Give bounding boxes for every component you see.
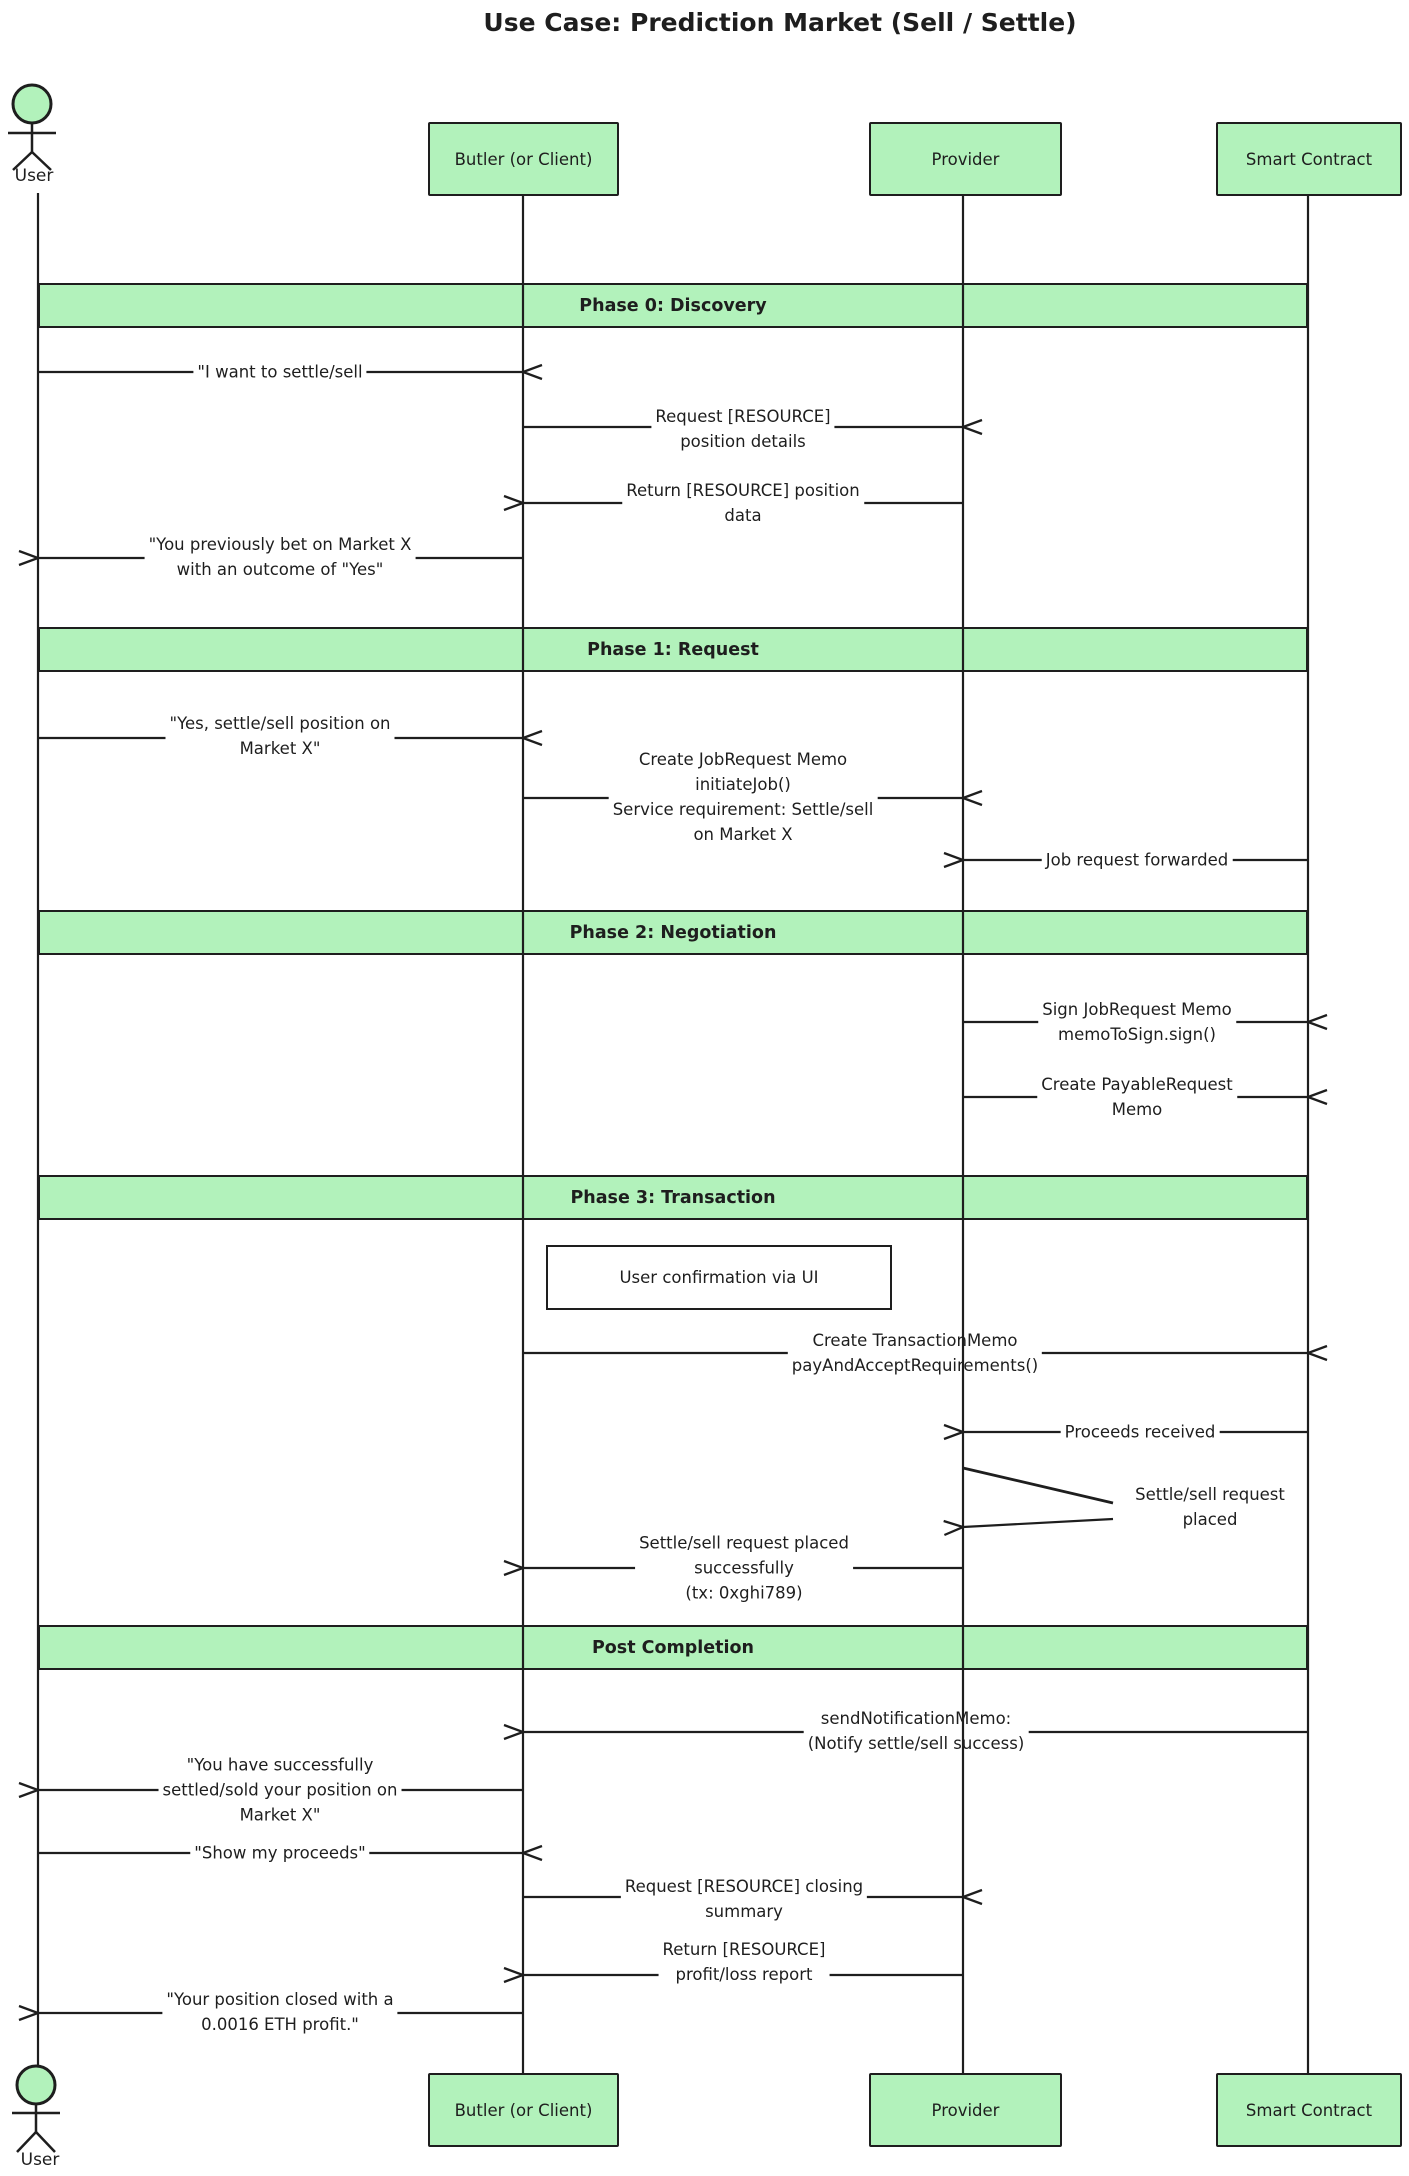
message-create-transactionmemo: Create TransactionMemo payAndAcceptRequi…: [787, 1328, 1043, 1378]
message-request-closing-summary: Request [RESOURCE] closing summary: [620, 1874, 868, 1924]
note-user-confirmation: User confirmation via UI: [546, 1245, 892, 1310]
phase-label: Post Completion: [591, 1637, 755, 1658]
arrow-settle-request-placed-out: [962, 1466, 1114, 1505]
message-job-request-forwarded: Job request forwarded: [1041, 847, 1233, 873]
actor-user-label-bottom: User: [20, 2150, 60, 2170]
phase-bar-transaction: Phase 3: Transaction: [38, 1175, 1308, 1220]
phase-bar-post-completion: Post Completion: [38, 1625, 1308, 1670]
actor-user-label-top: User: [14, 166, 54, 186]
message-show-my-proceeds: "Show my proceeds": [190, 1840, 370, 1866]
phase-label: Phase 3: Transaction: [570, 1187, 776, 1208]
message-request-position-details: Request [RESOURCE] position details: [651, 404, 835, 454]
message-settle-request-placed: Settle/sell request placed: [1131, 1482, 1289, 1532]
phase-label: Phase 0: Discovery: [579, 295, 767, 316]
participant-box-contract-top: Smart Contract: [1216, 122, 1402, 196]
diagram-title: Use Case: Prediction Market (Sell / Sett…: [483, 8, 1077, 37]
user-actor-bottom-icon: [12, 2064, 60, 2153]
message-create-payablerequest-memo: Create PayableRequest Memo: [1037, 1072, 1237, 1122]
participant-box-butler-top: Butler (or Client): [428, 122, 619, 196]
message-proceeds-received: Proceeds received: [1060, 1419, 1220, 1445]
message-return-profit-loss-report: Return [RESOURCE] profit/loss report: [658, 1937, 830, 1987]
message-return-position-data: Return [RESOURCE] position data: [622, 478, 864, 528]
message-create-jobrequest-memo: Create JobRequest Memo initiateJob() Ser…: [608, 747, 878, 847]
message-yes-settle-position: "Yes, settle/sell position on Market X": [165, 711, 395, 761]
participant-box-provider-top: Provider: [869, 122, 1062, 196]
phase-bar-discovery: Phase 0: Discovery: [38, 283, 1308, 328]
message-position-closed-profit: "Your position closed with a 0.0016 ETH …: [162, 1987, 398, 2037]
participant-box-butler-bottom: Butler (or Client): [428, 2073, 619, 2147]
phase-label: Phase 2: Negotiation: [569, 922, 777, 943]
participant-box-provider-bottom: Provider: [869, 2073, 1062, 2147]
message-sign-jobrequest-memo: Sign JobRequest Memo memoToSign.sign(): [1038, 997, 1236, 1047]
message-want-to-settle: "I want to settle/sell: [193, 359, 367, 385]
message-send-notification-memo: sendNotificationMemo: (Notify settle/sel…: [803, 1706, 1029, 1756]
phase-bar-negotiation: Phase 2: Negotiation: [38, 910, 1308, 955]
message-successfully-settled: "You have successfully settled/sold your…: [158, 1752, 402, 1828]
message-previously-bet: "You previously bet on Market X with an …: [144, 532, 416, 582]
phase-label: Phase 1: Request: [587, 639, 759, 660]
message-settle-placed-successfully: Settle/sell request placed successfully …: [635, 1530, 853, 1606]
participant-box-contract-bottom: Smart Contract: [1216, 2073, 1402, 2147]
user-actor-top-icon: [8, 83, 56, 171]
phase-bar-request: Phase 1: Request: [38, 627, 1308, 672]
arrow-settle-request-placed-return: [963, 1517, 1114, 1527]
